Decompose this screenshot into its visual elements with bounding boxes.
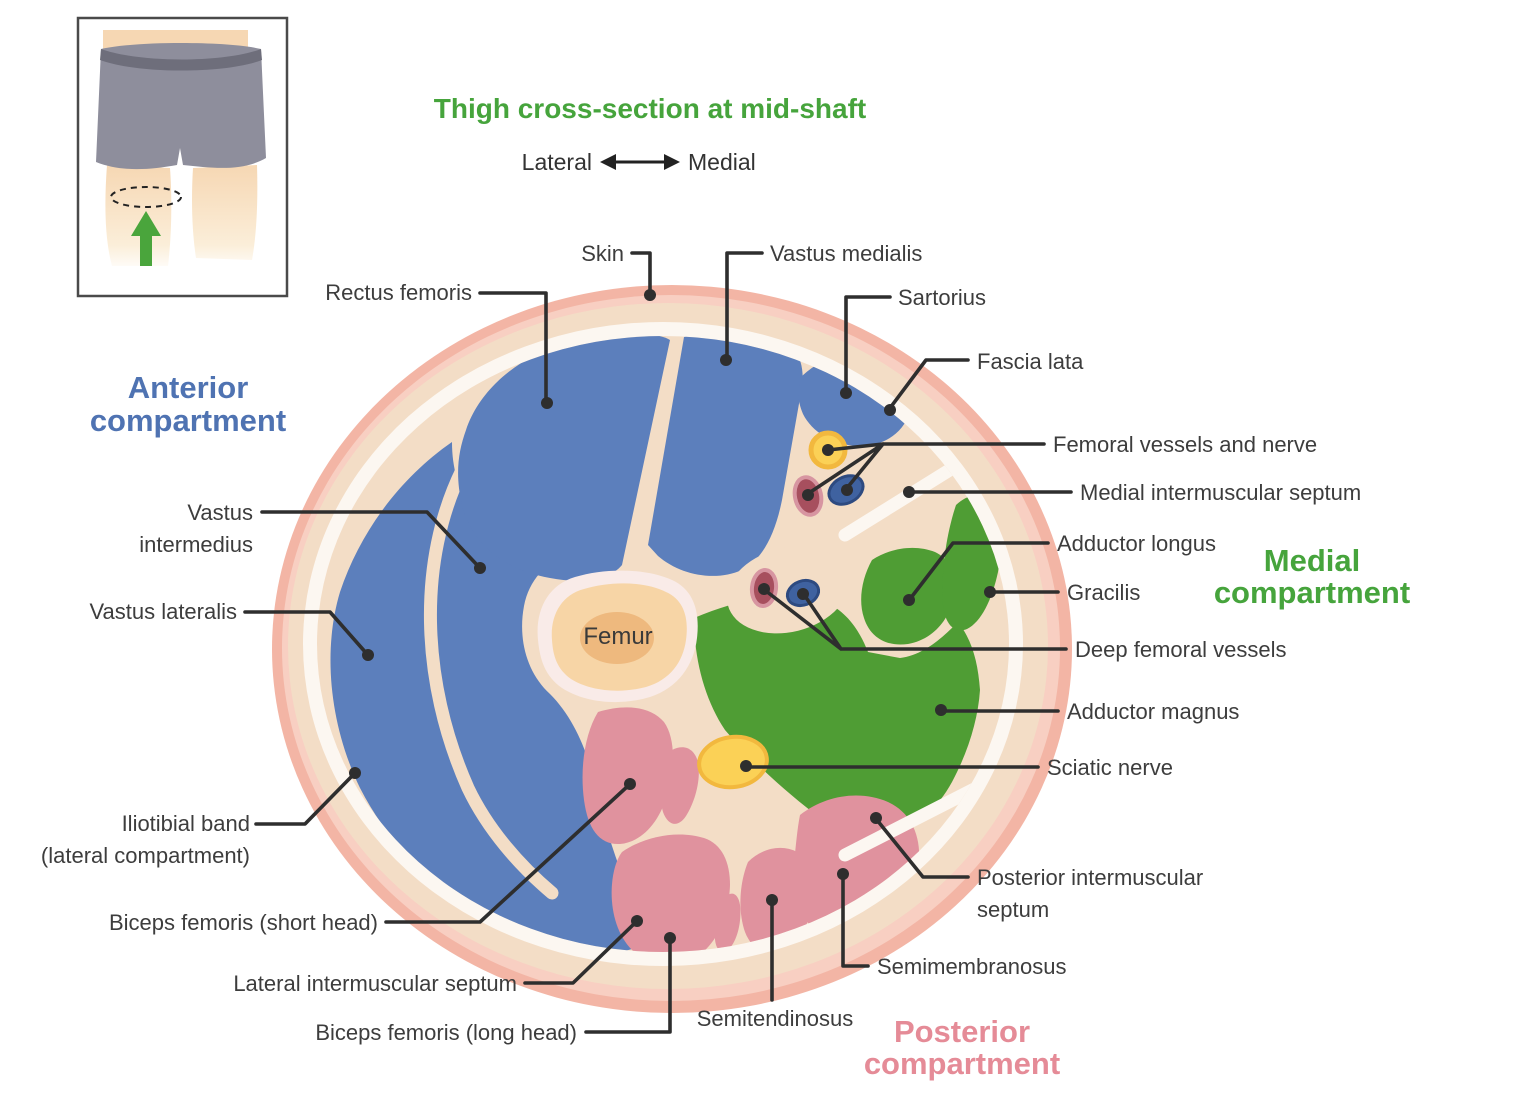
label-posterior-septum-line2: septum (977, 897, 1049, 922)
lead-biceps-long (584, 938, 672, 1034)
dot-adductor-magnus (935, 704, 947, 716)
dot-sciatic-nerve (740, 760, 752, 772)
inset-left-leg (105, 165, 172, 266)
heading-medial-line1: Medial (1264, 543, 1360, 578)
dot-lateral-septum (631, 915, 643, 927)
label-posterior-septum-line1: Posterior intermuscular (977, 865, 1203, 890)
label-iliotibial-line1: Iliotibial band (122, 811, 250, 836)
label-deep-femoral-vessels: Deep femoral vessels (1075, 637, 1287, 662)
lead-vastus-lateralis (243, 610, 369, 656)
dot-vastus-medialis (720, 354, 732, 366)
label-adductor-magnus: Adductor magnus (1067, 699, 1239, 724)
lead-femoral-vessels (807, 442, 1046, 495)
label-semimembranosus: Semimembranosus (877, 954, 1067, 979)
lead-adductor-longus (908, 541, 1050, 601)
dot-fascia-lata (884, 404, 896, 416)
label-rectus-femoris: Rectus femoris (325, 280, 472, 305)
lead-posterior-septum (875, 818, 970, 879)
heading-posterior-line2: compartment (864, 1046, 1060, 1081)
label-femur: Femur (583, 623, 652, 650)
dot-femoral-artery (802, 489, 814, 501)
orientation-medial-label: Medial (688, 149, 756, 175)
lead-sartorius (844, 295, 892, 392)
lead-vastus-intermedius (260, 510, 481, 569)
lead-biceps-short (384, 783, 631, 924)
muscle-biceps-femoris-short-head (582, 707, 673, 845)
heading-posterior-line1: Posterior (894, 1014, 1030, 1049)
muscle-rectus-femoris (458, 336, 670, 581)
inset-cut-line (110, 186, 182, 208)
lead-rectus-femoris (478, 291, 548, 402)
lead-iliotibial (254, 772, 356, 826)
muscle-vastus-medialis (648, 336, 803, 576)
label-gracilis: Gracilis (1067, 580, 1140, 605)
label-vastus-lateralis: Vastus lateralis (89, 599, 237, 624)
muscle-biceps-femoris-long-head (611, 834, 730, 952)
dot-vastus-intermedius (474, 562, 486, 574)
muscle-adductor-magnus (694, 595, 980, 843)
label-biceps-femoris-long: Biceps femoris (long head) (315, 1020, 577, 1045)
page-title: Thigh cross-section at mid-shaft (434, 93, 867, 124)
dot-adductor-longus (903, 594, 915, 606)
leader-lines (243, 251, 1073, 1034)
dot-biceps-short (624, 778, 636, 790)
label-lateral-intermuscular-septum: Lateral intermuscular septum (233, 971, 517, 996)
lead-deep-femoral (764, 589, 1068, 651)
lead-fascia-lata (888, 358, 970, 410)
label-medial-intermuscular-septum: Medial intermuscular septum (1080, 480, 1361, 505)
dot-iliotibial (349, 767, 361, 779)
muscle-posterior-small-lobe (714, 893, 741, 952)
dot-vastus-lateralis (362, 649, 374, 661)
label-iliotibial-line2: (lateral compartment) (41, 843, 250, 868)
label-biceps-femoris-short: Biceps femoris (short head) (109, 910, 378, 935)
inset-shorts (96, 43, 266, 170)
dot-deep-femoral-artery (758, 583, 770, 595)
label-vastus-intermedius-line1: Vastus (187, 500, 253, 525)
label-vastus-intermedius-line2: intermedius (139, 532, 253, 557)
label-skin: Skin (581, 241, 624, 266)
sciatic-nerve-shape (697, 734, 769, 790)
inset-thumbnail (76, 16, 289, 298)
posterior-intermuscular-septum-line (838, 775, 995, 862)
label-sciatic-nerve: Sciatic nerve (1047, 755, 1173, 780)
label-femoral-vessels-nerve: Femoral vessels and nerve (1053, 432, 1317, 457)
lead-vastus-medialis (725, 251, 764, 359)
heading-medial-line2: compartment (1214, 575, 1410, 610)
arrow-up-icon (131, 211, 161, 266)
label-adductor-longus: Adductor longus (1057, 531, 1216, 556)
inset-right-leg (192, 165, 258, 260)
double-arrow-icon (600, 154, 680, 170)
heading-anterior-line2: compartment (90, 403, 286, 438)
muscle-vastus-lateralis-intermedius (330, 442, 644, 952)
heading-anterior-line1: Anterior (128, 370, 249, 405)
dot-medial-septum (903, 486, 915, 498)
dot-gracilis (984, 586, 996, 598)
lead-lateral-septum (523, 920, 638, 985)
label-fascia-lata: Fascia lata (977, 349, 1084, 374)
inset-shorts-waistband (100, 49, 262, 71)
dot-skin (644, 289, 656, 301)
femur-medulla (580, 612, 654, 664)
dot-rectus-femoris (541, 397, 553, 409)
dot-femoral-vein (841, 484, 853, 496)
lead-semimembranosus (841, 874, 870, 968)
dot-deep-femoral-vein (797, 588, 809, 600)
dot-biceps-long (664, 932, 676, 944)
dot-sartorius (840, 387, 852, 399)
dot-femoral-nerve (822, 444, 834, 456)
dot-semitendinosus (766, 894, 778, 906)
septum-lateralis-intermedius (423, 463, 559, 900)
dot-semimembranosus (837, 868, 849, 880)
label-semitendinosus: Semitendinosus (697, 1006, 854, 1031)
leader-dots (349, 289, 996, 944)
orientation-lateral-label: Lateral (522, 149, 592, 175)
lead-skin (630, 251, 652, 295)
label-sartorius: Sartorius (898, 285, 986, 310)
label-vastus-medialis: Vastus medialis (770, 241, 922, 266)
dot-posterior-septum (870, 812, 882, 824)
muscle-posterior-small-wedge (660, 747, 699, 824)
